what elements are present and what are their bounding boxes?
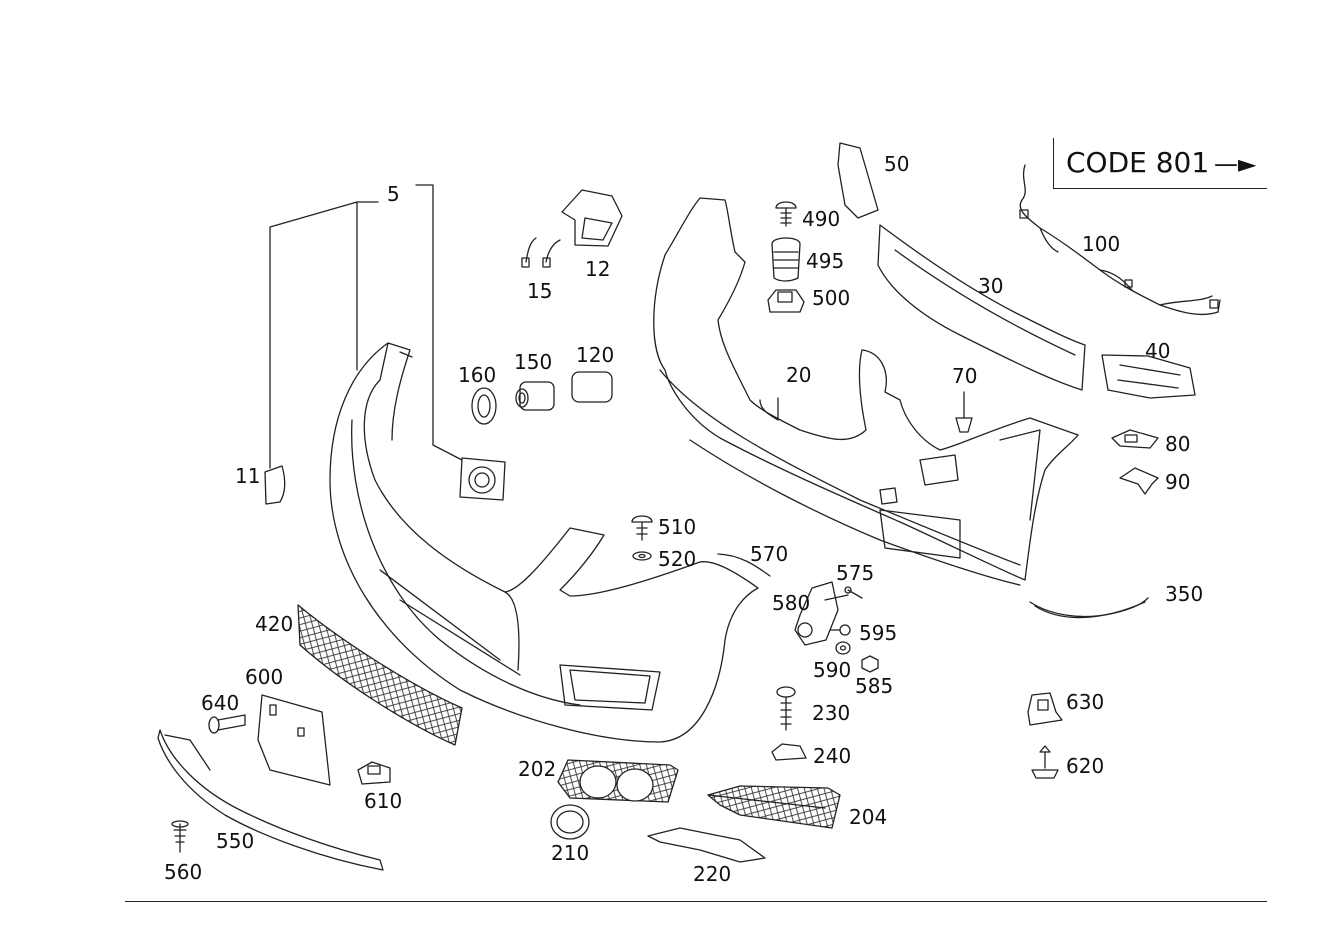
part-204-grille xyxy=(708,786,840,828)
callout-500: 500 xyxy=(812,286,851,310)
part-590-washer xyxy=(836,642,850,654)
callout-560: 560 xyxy=(164,860,203,884)
part-610-clip xyxy=(358,762,390,784)
callout-590: 590 xyxy=(813,658,852,682)
part-630-clip xyxy=(1028,693,1062,725)
part-570-strip xyxy=(718,554,770,576)
part-500-nut xyxy=(768,290,804,312)
callout-20: 20 xyxy=(786,363,812,387)
bottom-divider xyxy=(125,901,1267,902)
part-600-plate xyxy=(258,695,330,785)
part-40-bracket xyxy=(1102,355,1195,398)
part-490-screw xyxy=(776,202,796,226)
part-620-screw xyxy=(1032,746,1058,778)
part-640-screw xyxy=(209,715,245,733)
part-495-buffer xyxy=(772,238,800,281)
part-575-pin xyxy=(845,587,862,598)
code-801-box: CODE 801 —► xyxy=(1053,138,1267,189)
callout-595: 595 xyxy=(859,621,898,645)
part-580-hinge xyxy=(795,582,848,645)
part-240-nut xyxy=(772,744,806,760)
code-801-label: CODE 801 xyxy=(1066,146,1210,179)
arrow-right-icon: —► xyxy=(1214,150,1257,178)
callout-202: 202 xyxy=(518,757,557,781)
callout-160: 160 xyxy=(458,363,497,387)
part-220-trim xyxy=(648,828,765,862)
callout-640: 640 xyxy=(201,691,240,715)
part-520-washer xyxy=(633,552,651,560)
callout-230: 230 xyxy=(812,701,851,725)
callout-90: 90 xyxy=(1165,470,1191,494)
callout-5: 5 xyxy=(387,182,400,206)
part-585-nut xyxy=(862,656,878,672)
part-70-rivet xyxy=(956,392,972,432)
callout-12: 12 xyxy=(585,257,611,281)
part-150-sensor xyxy=(516,382,554,410)
callout-350: 350 xyxy=(1165,582,1204,606)
callout-630: 630 xyxy=(1066,690,1105,714)
callout-30: 30 xyxy=(978,274,1004,298)
callout-585: 585 xyxy=(855,674,894,698)
callout-100: 100 xyxy=(1082,232,1121,256)
sensor-holder xyxy=(460,458,505,500)
part-202-frame xyxy=(558,760,678,802)
part-230-screw xyxy=(777,687,795,730)
part-12-bracket xyxy=(562,190,622,246)
part-15-clips xyxy=(522,238,560,267)
callout-70: 70 xyxy=(952,364,978,388)
part-90-clip xyxy=(1120,468,1158,494)
callout-80: 80 xyxy=(1165,432,1191,456)
callout-495: 495 xyxy=(806,249,845,273)
part-160-ring xyxy=(472,388,496,424)
part-550-spoiler xyxy=(158,730,383,870)
callout-520: 520 xyxy=(658,547,697,571)
part-20-carrier xyxy=(654,198,1078,585)
part-420-grille xyxy=(298,605,462,745)
callout-150: 150 xyxy=(514,350,553,374)
callout-570: 570 xyxy=(750,542,789,566)
callout-580: 580 xyxy=(772,591,811,615)
callout-620: 620 xyxy=(1066,754,1105,778)
callout-11: 11 xyxy=(235,464,261,488)
part-30-absorber xyxy=(878,225,1085,390)
part-80-clip xyxy=(1112,430,1158,448)
callout-210: 210 xyxy=(551,841,590,865)
callout-240: 240 xyxy=(813,744,852,768)
part-11-tow-cover xyxy=(265,466,285,504)
callout-220: 220 xyxy=(693,862,732,886)
callout-575: 575 xyxy=(836,561,875,585)
callout-204: 204 xyxy=(849,805,888,829)
part-50-bracket xyxy=(838,143,878,218)
callout-490: 490 xyxy=(802,207,841,231)
callout-15: 15 xyxy=(527,279,553,303)
callout-50: 50 xyxy=(884,152,910,176)
part-350-strip xyxy=(1030,598,1148,618)
callout-420: 420 xyxy=(255,612,294,636)
part-100-harness xyxy=(1020,165,1220,314)
callout-510: 510 xyxy=(658,515,697,539)
callout-610: 610 xyxy=(364,789,403,813)
part-595-bolt xyxy=(830,625,850,635)
part-510-bolt xyxy=(632,516,652,540)
callout-120: 120 xyxy=(576,343,615,367)
part-210-ring xyxy=(551,805,589,839)
callout-5-bracket xyxy=(270,185,462,468)
callout-40: 40 xyxy=(1145,339,1171,363)
callout-600: 600 xyxy=(245,665,284,689)
part-120-pad xyxy=(572,372,612,402)
part-560-clip xyxy=(172,821,188,852)
bumper-cover xyxy=(330,343,758,742)
callout-550: 550 xyxy=(216,829,255,853)
